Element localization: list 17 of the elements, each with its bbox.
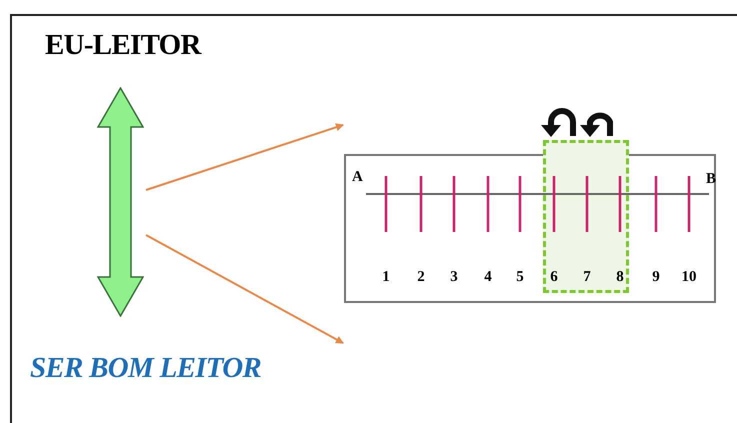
tick-number: 4 xyxy=(483,270,493,285)
tick-number: 6 xyxy=(549,270,559,285)
heading-text: EU-LEITOR xyxy=(45,28,201,64)
tick-number: 2 xyxy=(416,270,426,285)
heading-text: SER BOM LEITOR xyxy=(30,351,262,386)
point-label: B xyxy=(706,172,716,187)
arrow xyxy=(146,123,344,191)
double-arrow xyxy=(97,87,144,317)
tick-number: 8 xyxy=(615,270,625,285)
tick-number: 5 xyxy=(515,270,525,285)
tick-number: 7 xyxy=(582,270,592,285)
point-label: A xyxy=(352,170,363,185)
tick-number: 1 xyxy=(381,270,391,285)
arrow xyxy=(146,234,344,344)
tick-number: 9 xyxy=(651,270,661,285)
tick-number: 10 xyxy=(680,270,698,285)
tick-number: 3 xyxy=(449,270,459,285)
